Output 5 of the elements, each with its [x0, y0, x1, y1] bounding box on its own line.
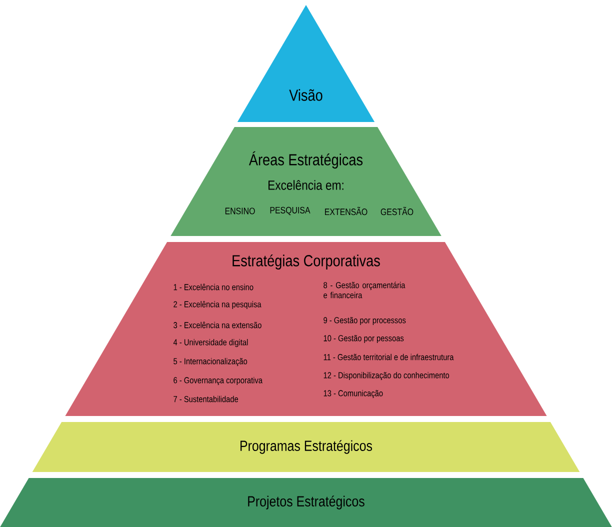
pyramid-level: Áreas Estratégicas Excelência em: ENSINO PESQUISA EXTENSÃO GESTÃO: [170, 127, 442, 236]
pyramid-level: Visão: [237, 5, 375, 122]
pyramid-level: Programas Estratégicos: [32, 422, 580, 472]
pyramid-level: Estratégias Corporativas 1 - Excelência no ensino 2 - Excelência na pesquisa 3 - Excelência na extensão 4 - Universidade digital 5 - Internacionalização 6 - Governança corporativa 7 - Sustentabilidade 8 - Gestão orçamentária e financeira 9 - Gestão por processos 10 - Gestão por pessoas 11 - Gestão territorial e de infraestrutura 12 - Disponibilização do conhecimento 13 - Comunicação: [65, 242, 547, 416]
pyramid-level: Projetos Estratégicos: [0, 478, 612, 527]
